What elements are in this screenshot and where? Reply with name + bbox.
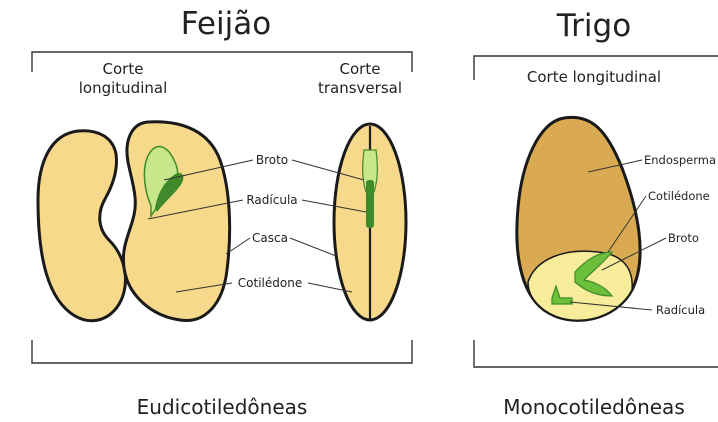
wheat-title: Trigo bbox=[556, 8, 631, 44]
wheat-label-radicula: Radícula bbox=[656, 303, 705, 317]
bean-label-broto: Broto bbox=[256, 153, 288, 167]
wheat-group-label: Monocotiledôneas bbox=[503, 395, 684, 419]
wheat-label-broto: Broto bbox=[668, 231, 699, 245]
bean-label-cotiledone: Cotilédone bbox=[238, 276, 302, 290]
wheat-label-endosperma: Endosperma bbox=[644, 153, 716, 167]
bean-transversal-label-line2: transversal bbox=[318, 79, 402, 97]
bean-label-radicula: Radícula bbox=[246, 193, 297, 207]
bean-longitudinal-label-line2: longitudinal bbox=[79, 79, 167, 97]
bean-bottom-bracket bbox=[32, 340, 412, 363]
bean-transverse-radicle bbox=[366, 180, 374, 228]
wheat-label-cotiledone: Cotilédone bbox=[648, 189, 710, 203]
bean-title: Feijão bbox=[181, 6, 271, 42]
bean-longitudinal-label-line1: Corte bbox=[103, 60, 144, 78]
bean-label-casca: Casca bbox=[252, 231, 288, 245]
bean-left-cotyledon bbox=[38, 131, 126, 321]
bean-group-label: Eudicotiledôneas bbox=[137, 395, 308, 419]
wheat-section-label: Corte longitudinal bbox=[527, 68, 661, 86]
leader-casca-right bbox=[290, 238, 336, 256]
bean-transversal-label-line1: Corte bbox=[340, 60, 381, 78]
bean-right-cotyledon bbox=[123, 122, 229, 321]
wheat-bottom-bracket bbox=[474, 340, 718, 367]
